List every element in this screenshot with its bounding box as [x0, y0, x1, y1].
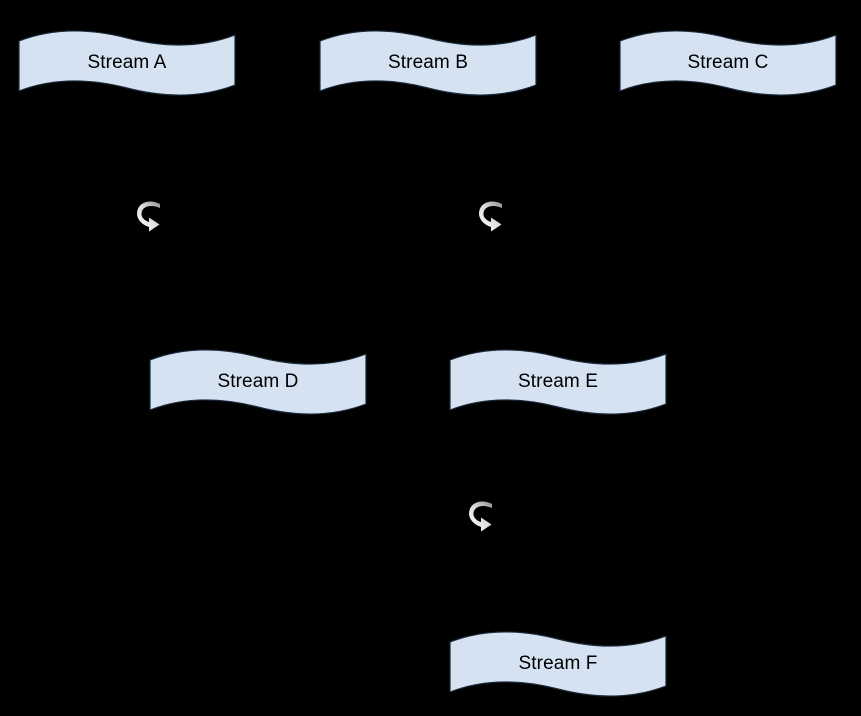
- banner-shape: [619, 30, 837, 96]
- banner-stream-f[interactable]: Stream F: [449, 629, 667, 699]
- banner-shape: [449, 349, 667, 415]
- banner-stream-d[interactable]: Stream D: [149, 347, 367, 417]
- banner-shape: [149, 349, 367, 415]
- rotate-arrow-icon[interactable]: [468, 190, 516, 246]
- banner-stream-e[interactable]: Stream E: [449, 347, 667, 417]
- banner-shape: [449, 631, 667, 697]
- rotate-arrow-icon[interactable]: [458, 490, 506, 546]
- rotate-arrow-glyph: [479, 201, 502, 232]
- banner-shape: [18, 30, 236, 96]
- banner-shape: [319, 30, 537, 96]
- rotate-arrow-glyph: [137, 201, 160, 232]
- banner-stream-a[interactable]: Stream A: [18, 28, 236, 98]
- banner-stream-b[interactable]: Stream B: [319, 28, 537, 98]
- rotate-arrow-glyph: [469, 501, 492, 532]
- rotate-arrow-icon[interactable]: [126, 190, 174, 246]
- banner-stream-c[interactable]: Stream C: [619, 28, 837, 98]
